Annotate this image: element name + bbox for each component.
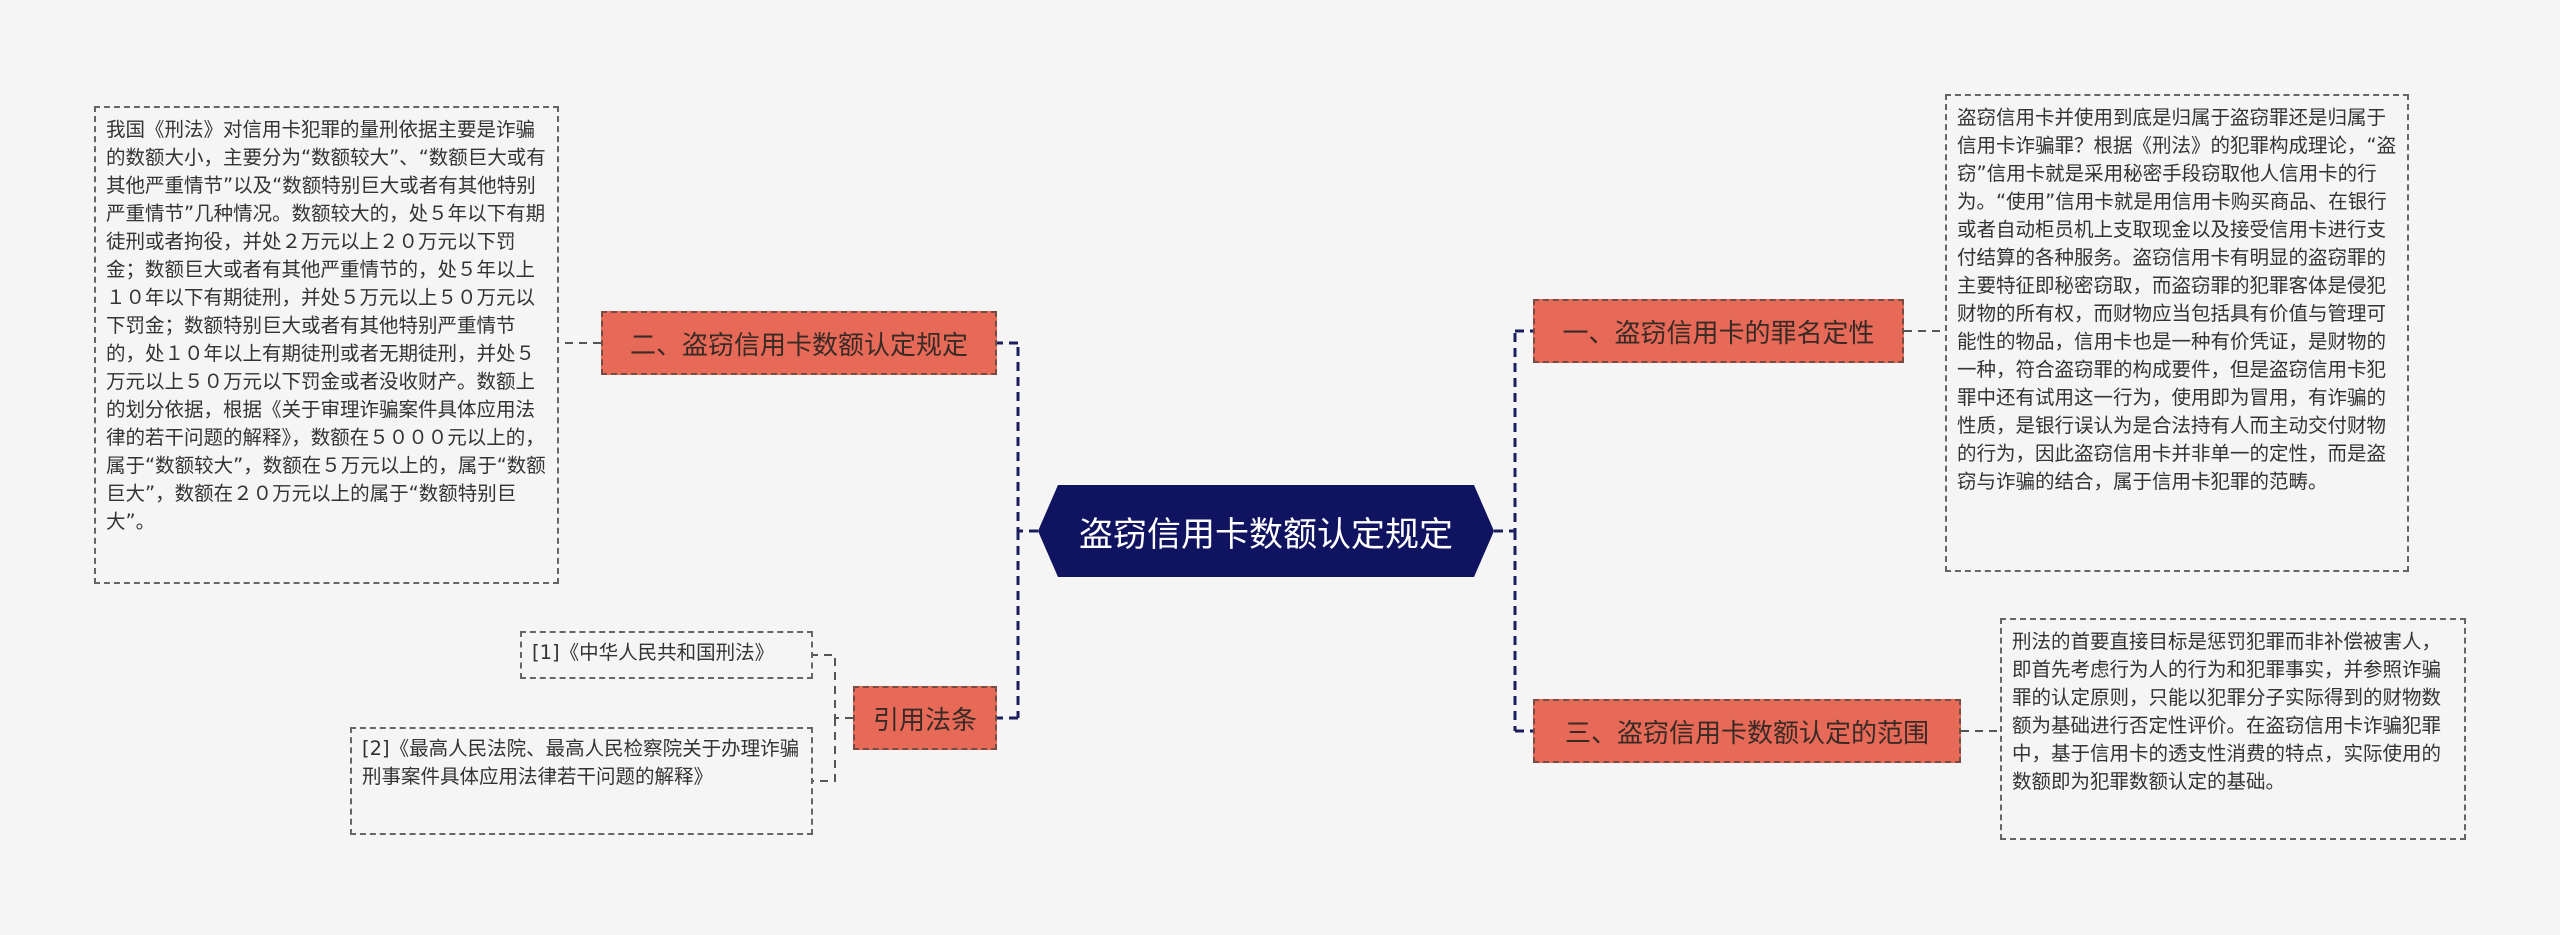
branch-citations[interactable]: 引用法条	[853, 686, 997, 750]
leaf-crime-nature-detail[interactable]: 盗窃信用卡并使用到底是归属于盗窃罪还是归属于信用卡诈骗罪？根据《刑法》的犯罪构成…	[1945, 94, 2409, 572]
leaf-amount-scope-detail[interactable]: 刑法的首要直接目标是惩罚犯罪而非补偿被害人，即首先考虑行为人的行为和犯罪事实，并…	[2000, 618, 2466, 840]
branch-crime-nature[interactable]: 一、盗窃信用卡的罪名定性	[1533, 299, 1904, 363]
branch-crime-nature-label: 一、盗窃信用卡的罪名定性	[1562, 318, 1875, 349]
leaf-crime-nature-text: 盗窃信用卡并使用到底是归属于盗窃罪还是归属于信用卡诈骗罪？根据《刑法》的犯罪构成…	[1957, 106, 2397, 493]
citation-item-2-text: [2]《最高人民法院、最高人民检察院关于办理诈骗刑事案件具体应用法律若干问题的解…	[362, 737, 800, 788]
branch-citations-label: 引用法条	[872, 705, 977, 736]
branch-amount-scope-label: 三、盗窃信用卡数额认定的范围	[1564, 718, 1929, 749]
central-topic-label: 盗窃信用卡数额认定规定	[1079, 514, 1453, 555]
branch-amount-rules[interactable]: 二、盗窃信用卡数额认定规定	[601, 311, 997, 375]
central-topic[interactable]: 盗窃信用卡数额认定规定	[1038, 485, 1494, 577]
citation-item-1-text: [1]《中华人民共和国刑法》	[532, 641, 775, 664]
branch-amount-rules-label: 二、盗窃信用卡数额认定规定	[629, 330, 968, 361]
branch-amount-scope[interactable]: 三、盗窃信用卡数额认定的范围	[1533, 699, 1961, 763]
leaf-amount-rules-text: 我国《刑法》对信用卡犯罪的量刑依据主要是诈骗的数额大小，主要分为“数额较大”、“…	[106, 118, 546, 533]
central-topic-shape	[1038, 485, 1494, 577]
leaf-amount-rules-detail[interactable]: 我国《刑法》对信用卡犯罪的量刑依据主要是诈骗的数额大小，主要分为“数额较大”、“…	[94, 106, 559, 584]
leaf-amount-scope-text: 刑法的首要直接目标是惩罚犯罪而非补偿被害人，即首先考虑行为人的行为和犯罪事实，并…	[2012, 630, 2442, 793]
citation-item-1[interactable]: [1]《中华人民共和国刑法》	[520, 631, 813, 679]
citation-item-2[interactable]: [2]《最高人民法院、最高人民检察院关于办理诈骗刑事案件具体应用法律若干问题的解…	[350, 727, 813, 835]
